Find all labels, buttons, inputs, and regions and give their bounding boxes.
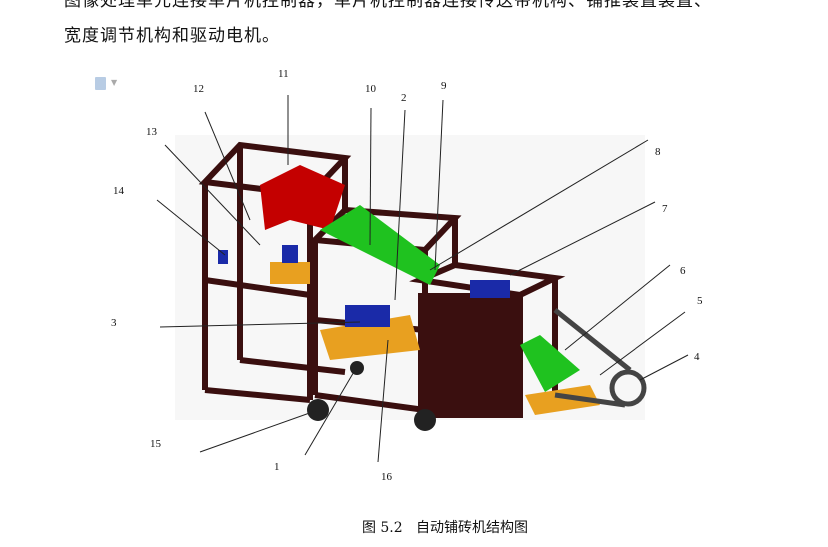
label-1: 1 bbox=[274, 461, 280, 473]
conveyor-upper bbox=[320, 205, 440, 285]
hopper bbox=[260, 165, 345, 230]
motor-3 bbox=[470, 280, 510, 298]
label-14: 14 bbox=[113, 185, 125, 197]
paragraph-line-2: 宽度调节机构和驱动电机。 bbox=[64, 26, 280, 46]
figure-caption: 图 5.2 自动铺砖机结构图 bbox=[361, 520, 529, 536]
control-box bbox=[418, 293, 523, 418]
conveyor-lower bbox=[520, 335, 580, 392]
motor-4 bbox=[218, 250, 228, 264]
belt-drive bbox=[553, 308, 647, 408]
label-6: 6 bbox=[680, 265, 686, 277]
label-8: 8 bbox=[655, 146, 661, 158]
label-3: 3 bbox=[111, 317, 117, 329]
base-plate-1 bbox=[270, 262, 310, 284]
label-13: 13 bbox=[146, 126, 158, 138]
base-plate-3 bbox=[525, 385, 600, 415]
motor-2 bbox=[345, 305, 390, 327]
label-9: 9 bbox=[441, 80, 447, 92]
motor-1 bbox=[282, 245, 298, 263]
label-2: 2 bbox=[401, 92, 407, 104]
figure-background bbox=[175, 135, 645, 420]
label-15: 15 bbox=[150, 438, 162, 450]
label-5: 5 bbox=[697, 295, 703, 307]
leader-lines bbox=[156, 95, 689, 463]
document-icon[interactable] bbox=[95, 77, 106, 90]
label-11: 11 bbox=[278, 68, 289, 80]
paragraph-line-1: 图像处理单元连接单片机控制器，单片机控制器连接传送带机构、铺推装置装置、 bbox=[64, 0, 712, 11]
label-16: 16 bbox=[381, 471, 393, 483]
label-12: 12 bbox=[193, 83, 204, 95]
label-10: 10 bbox=[365, 83, 377, 95]
label-4: 4 bbox=[694, 351, 700, 363]
label-7: 7 bbox=[662, 203, 668, 215]
chevron-down-icon[interactable]: ▼ bbox=[111, 78, 118, 87]
